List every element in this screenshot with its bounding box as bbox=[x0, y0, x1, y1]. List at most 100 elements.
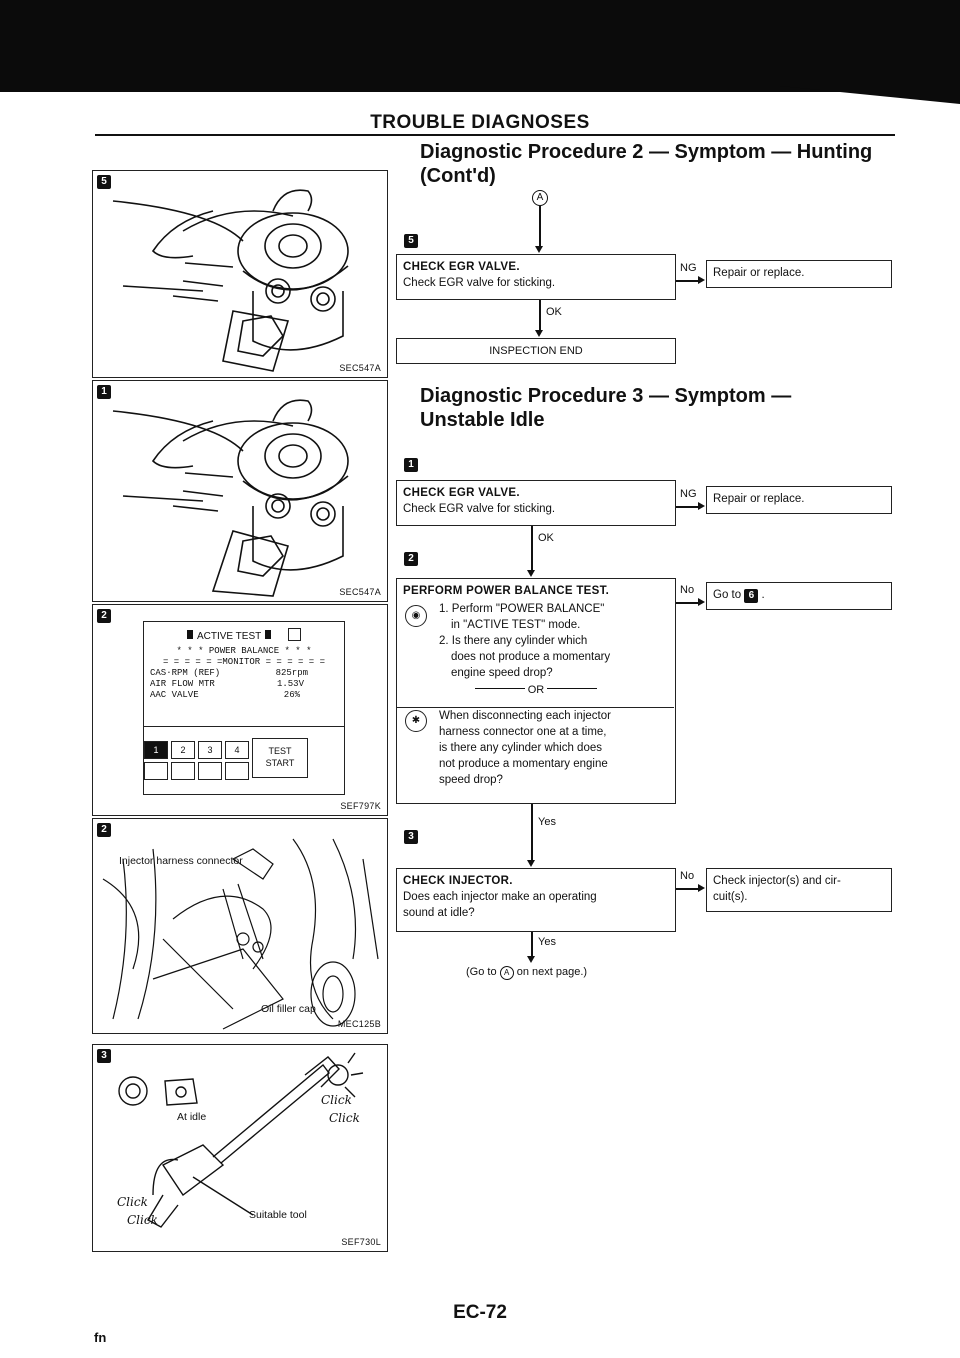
consult-icon: ◉ bbox=[405, 605, 427, 627]
power-balance-step2: ✱ When disconnecting each injector harne… bbox=[403, 708, 669, 788]
injector-listen-illustration bbox=[118, 1052, 364, 1228]
step-badge-5: 5 bbox=[404, 234, 418, 248]
flow-arrow bbox=[535, 330, 543, 337]
or-divider: OR bbox=[403, 682, 669, 698]
figure-step-badge: 1 bbox=[97, 385, 111, 399]
flow-line bbox=[531, 804, 533, 860]
label-click: Click bbox=[117, 1195, 148, 1209]
label-suitable-tool: Suitable tool bbox=[249, 1209, 307, 1221]
figure-ref: SEC547A bbox=[339, 363, 381, 373]
consult-screen: ACTIVE TEST * * * POWER BALANCE * * * = … bbox=[143, 621, 345, 795]
header-bar-taper bbox=[780, 86, 960, 104]
check-injector-circuit-box: Check injector(s) and cir- cuit(s). bbox=[706, 868, 892, 912]
no-label: No bbox=[680, 870, 695, 882]
key-3[interactable]: 3 bbox=[198, 741, 222, 759]
flow-arrow bbox=[527, 570, 535, 577]
power-balance-step1: ◉ 1. Perform "POWER BALANCE" in "ACTIVE … bbox=[403, 601, 669, 681]
figure-egr-valve-2: 1 SEC547A bbox=[92, 380, 388, 602]
proc3-repair-box: Repair or replace. bbox=[706, 486, 892, 514]
ok-label: OK bbox=[538, 532, 554, 544]
proc3-check-egr-box: CHECK EGR VALVE. Check EGR valve for sti… bbox=[396, 480, 676, 526]
key-1[interactable]: 1 bbox=[144, 741, 168, 759]
egr-valve-illustration bbox=[112, 399, 349, 597]
yes-label: Yes bbox=[538, 936, 556, 948]
flow-arrow bbox=[527, 956, 535, 963]
power-balance-box: PERFORM POWER BALANCE TEST. ◉ 1. Perform… bbox=[396, 578, 676, 804]
figure-egr-valve-1: 5 SEC547A bbox=[92, 170, 388, 378]
figure-ref: MEC125B bbox=[337, 1019, 381, 1029]
flow-arrow bbox=[698, 276, 705, 284]
figure-step-badge: 5 bbox=[97, 175, 111, 189]
label-at-idle: At idle bbox=[177, 1111, 207, 1123]
lcd-row-rpm: CAS·RPM (REF)825rpm bbox=[150, 668, 308, 678]
proc2-title-cont: (Cont'd) bbox=[420, 165, 496, 187]
key-2[interactable]: 2 bbox=[171, 741, 195, 759]
lcd-line-monitor: = = = = = =MONITOR = = = = = = bbox=[162, 657, 326, 667]
header-bar bbox=[0, 0, 960, 92]
disconnect-icon: ✱ bbox=[405, 710, 427, 732]
test-start-button[interactable]: TEST START bbox=[252, 738, 308, 778]
flow-arrow bbox=[698, 598, 705, 606]
proc3-title: Diagnostic Procedure 3 — Symptom — bbox=[420, 385, 792, 407]
figure-ref: SEC547A bbox=[339, 587, 381, 597]
lcd-body: * * * POWER BALANCE * * * = = = = = =MON… bbox=[144, 646, 344, 705]
key-blank[interactable] bbox=[144, 762, 168, 780]
proc2-title: Diagnostic Procedure 2 — Symptom — Hunti… bbox=[420, 141, 873, 163]
corner-mark: fn bbox=[94, 1330, 107, 1345]
flow-line bbox=[676, 888, 700, 890]
label-click: Click bbox=[329, 1111, 360, 1125]
flow-arrow bbox=[698, 884, 705, 892]
key-4[interactable]: 4 bbox=[225, 741, 249, 759]
consult-keys-row-2 bbox=[144, 762, 252, 785]
figure-ref: SEF797K bbox=[340, 801, 381, 811]
proc3-heading: Diagnostic Procedure 3 — Symptom — Unsta… bbox=[420, 384, 920, 432]
proc2-repair-box: Repair or replace. bbox=[706, 260, 892, 288]
lcd-header-row: ACTIVE TEST bbox=[144, 622, 344, 646]
step-badge-1: 1 bbox=[404, 458, 418, 472]
connector-a: A bbox=[532, 190, 548, 206]
key-blank[interactable] bbox=[225, 762, 249, 780]
figure-injector-harness: 2 Injector harness connector Oil filler … bbox=[92, 818, 388, 1034]
yes-label: Yes bbox=[538, 816, 556, 828]
key-blank[interactable] bbox=[171, 762, 195, 780]
lcd-corner-box bbox=[288, 628, 302, 641]
flow-line bbox=[539, 300, 541, 330]
step-badge-6: 6 bbox=[744, 589, 759, 603]
key-blank[interactable] bbox=[198, 762, 222, 780]
flow-line bbox=[531, 932, 533, 958]
flow-arrow bbox=[535, 246, 543, 253]
inspection-end-box: INSPECTION END bbox=[396, 338, 676, 364]
lcd-line-power-balance: * * * POWER BALANCE * * * bbox=[176, 646, 312, 656]
proc2-check-egr-box: CHECK EGR VALVE. Check EGR valve for sti… bbox=[396, 254, 676, 300]
label-click: Click bbox=[321, 1093, 352, 1107]
lcd-header: ACTIVE TEST bbox=[196, 631, 262, 642]
figure-injector-sound-check: 3 At idle Suitable tool Click Click Clic… bbox=[92, 1044, 388, 1252]
connector-a: A bbox=[499, 966, 514, 980]
figure-ref: SEF730L bbox=[341, 1237, 381, 1247]
step-badge-2: 2 bbox=[404, 552, 418, 566]
flow-line bbox=[531, 526, 533, 570]
flow-arrow bbox=[527, 860, 535, 867]
ng-label: NG bbox=[680, 262, 697, 274]
proc3-title-cont: Unstable Idle bbox=[420, 409, 545, 431]
section-title: TROUBLE DIAGNOSES bbox=[370, 112, 590, 133]
figure-step-badge: 3 bbox=[97, 1049, 111, 1063]
step-badge-3: 3 bbox=[404, 830, 418, 844]
goto-step-6-box: Go to 6 . bbox=[706, 582, 892, 610]
proc2-heading: Diagnostic Procedure 2 — Symptom — Hunti… bbox=[420, 140, 920, 188]
ok-label: OK bbox=[546, 306, 562, 318]
figure-step-badge: 2 bbox=[97, 823, 111, 837]
flow-line bbox=[676, 506, 700, 508]
no-label: No bbox=[680, 584, 695, 596]
figure-step-badge: 2 bbox=[97, 609, 111, 623]
figure-consult-active-test: 2 ACTIVE TEST * * * POWER BALANCE * * * … bbox=[92, 604, 388, 816]
egr-valve-illustration bbox=[112, 189, 349, 372]
label-click: Click bbox=[127, 1213, 158, 1227]
flow-line bbox=[676, 602, 700, 604]
lcd-marker bbox=[186, 630, 193, 639]
lcd-divider bbox=[144, 726, 344, 727]
ng-label: NG bbox=[680, 488, 697, 500]
